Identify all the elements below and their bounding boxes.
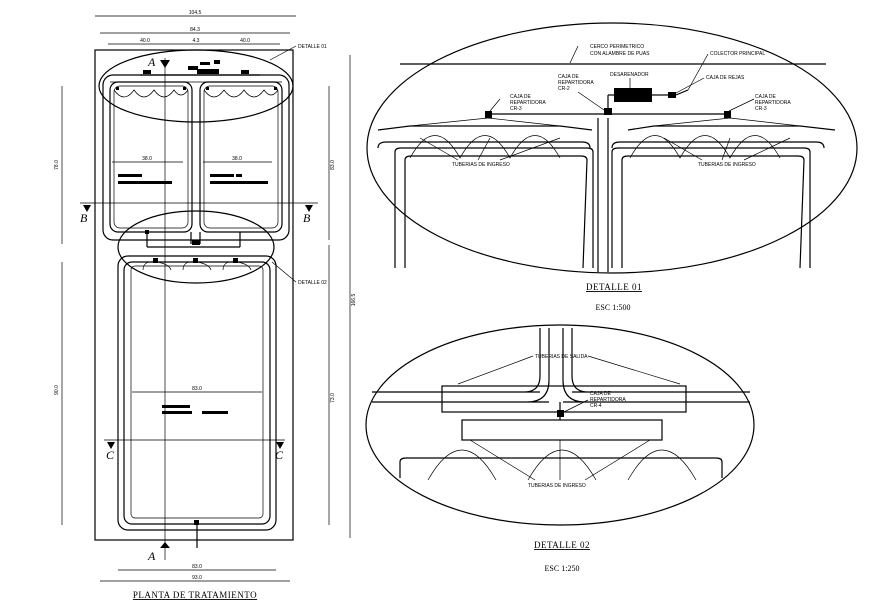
callout-detalle-02: DETALLE 02 (298, 280, 327, 286)
d1-desarenador: DESARENADOR (610, 72, 649, 78)
dim-bottom-inner: 83.0 (192, 564, 202, 570)
dim-lower-width: 83.0 (192, 386, 202, 392)
callout-detalle-01: DETALLE 01 (298, 44, 327, 50)
d1-cerco-line1: CERCO PERIMETRICO (590, 44, 644, 50)
section-c-left: C (106, 448, 115, 462)
dim-right-overall: 166.5 (351, 294, 357, 307)
d1-caja-rejas: CAJA DE REJAS (706, 75, 745, 81)
d2-caja-l1: CAJA DE (590, 391, 612, 397)
dim-top-right: 40.0 (240, 38, 250, 44)
section-c-right: C (275, 448, 284, 462)
d2-scale: ESC 1:250 (545, 564, 580, 573)
d1-caja-center-l3: CR-2 (558, 86, 570, 92)
detalle-02-marker[interactable] (117, 210, 275, 284)
dim-right-lower: 73.0 (330, 393, 336, 403)
dim-bottom-outer: 93.0 (192, 575, 202, 581)
dim-left-lower: 90.0 (54, 385, 60, 395)
section-b-right: B (303, 211, 311, 225)
dim-top-second: 84.3 (190, 27, 200, 33)
dim-inner-left: 38.0 (142, 156, 152, 162)
dim-top-overall: 104.5 (189, 10, 202, 16)
d1-tuberias-right: TUBERIAS DE INGRESO (698, 162, 756, 168)
section-a-bottom: A (147, 549, 156, 563)
d1-caja-left-l2: REPARTIDORA (510, 100, 546, 106)
dim-left-upper: 78.0 (54, 160, 60, 170)
plan-title: PLANTA DE TRATAMIENTO (133, 590, 257, 600)
d1-title: DETALLE 01 (586, 282, 642, 292)
dim-top-mid: 4.3 (193, 38, 200, 44)
dim-right-upper: 83.0 (330, 160, 336, 170)
d1-caja-left-l3: CR-3 (510, 106, 522, 112)
d1-caja-left-l1: CAJA DE (510, 94, 532, 100)
d1-colector: COLECTOR PRINCIPAL (710, 51, 765, 57)
dim-inner-right: 38.0 (232, 156, 242, 162)
d2-title: DETALLE 02 (534, 540, 590, 550)
d1-caja-right-l2: REPARTIDORA (755, 100, 791, 106)
d1-caja-right-l3: CR-3 (755, 106, 767, 112)
d2-caja-l2: REPARTIDORA (590, 397, 626, 403)
plan-view: 104.5 84.3 40.0 4.3 40.0 38.0 38.0 (54, 10, 357, 600)
section-b-left: B (80, 211, 88, 225)
d1-cerco-line2: CON ALAMBRE DE PUAS (590, 51, 650, 57)
d1-caja-center-l2: REPARTIDORA (558, 80, 594, 86)
d2-tuberias-ingreso: TUBERIAS DE INGRESO (528, 483, 586, 489)
d2-tuberias-salida: TUBERIAS DE SALIDA (535, 354, 588, 360)
detalle-01: CERCO PERIMETRICO CON ALAMBRE DE PUAS CO… (366, 22, 858, 312)
dim-top-left: 40.0 (140, 38, 150, 44)
d2-caja-l3: CR-4 (590, 403, 602, 409)
detalle-01-marker[interactable] (98, 49, 294, 123)
d1-tuberias-left: TUBERIAS DE INGRESO (452, 162, 510, 168)
section-a-top: A (147, 55, 156, 69)
detalle-02: TUBERIAS DE SALIDA CAJA DE REPARTIDORA C… (365, 324, 755, 573)
d1-scale: ESC 1:500 (596, 303, 631, 312)
d1-caja-center-l1: CAJA DE (558, 74, 580, 80)
d1-caja-right-l1: CAJA DE (755, 94, 777, 100)
